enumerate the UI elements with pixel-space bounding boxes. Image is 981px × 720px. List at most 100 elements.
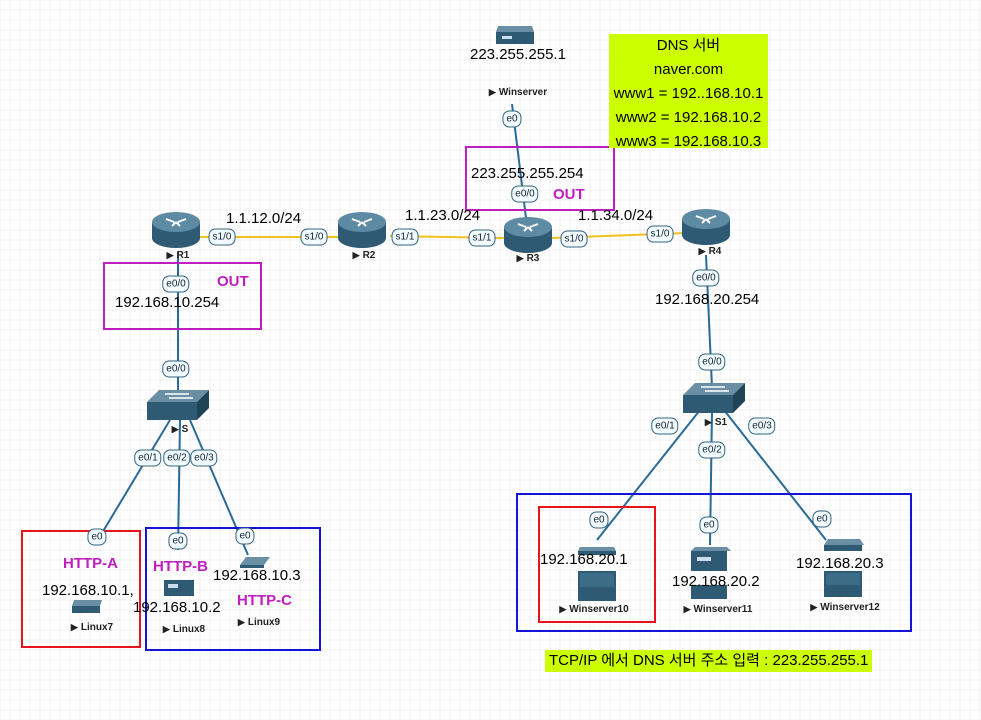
dns-domain: naver.com <box>653 61 724 78</box>
linux9-host-icon[interactable] <box>238 555 272 569</box>
s-port-e0-3[interactable]: e0/3 <box>190 449 218 467</box>
r4-port-s1-0[interactable]: s1/0 <box>646 225 674 243</box>
s-port-e0-2[interactable]: e0/2 <box>163 449 191 467</box>
s-name: S <box>181 424 189 435</box>
ws10-server-icon[interactable] <box>576 545 620 603</box>
linux7-ip: 192.168.10.1, <box>42 582 134 599</box>
ws12-name: Winserver12 <box>820 602 880 613</box>
network-23: 1.1.23.0/24 <box>405 207 481 224</box>
linux7-port-e0[interactable]: e0 <box>87 528 107 546</box>
r4-name: R4 <box>708 246 722 257</box>
s-label: ▶S <box>172 424 189 435</box>
footer-note: TCP/IP 에서 DNS 서버 주소 입력 : 223.255.255.1 <box>545 650 873 672</box>
r3-router-icon[interactable] <box>502 215 554 255</box>
ws11-name: Winserver11 <box>693 604 753 615</box>
dns-www3: www3 = 192.168.10.3 <box>615 133 762 150</box>
play-icon: ▶ <box>683 604 691 614</box>
s-switch-icon[interactable] <box>145 388 211 422</box>
r3-e00-ip: 223.255.255.254 <box>471 165 584 182</box>
s1-port-e0-3[interactable]: e0/3 <box>748 417 776 435</box>
r1-e00-ip: 192.168.10.254 <box>115 294 220 311</box>
s1-port-e0-2[interactable]: e0/2 <box>698 441 726 459</box>
winserver-ip: 223.255.255.1 <box>470 46 566 63</box>
r1-label: ▶R1 <box>167 250 190 261</box>
play-icon: ▶ <box>162 624 170 634</box>
r3-name: R3 <box>526 253 540 264</box>
s-port-e0-0[interactable]: e0/0 <box>162 360 190 378</box>
out-label-r1: OUT <box>217 273 249 290</box>
ws11-ip: 192.168.20.2 <box>672 573 760 590</box>
ws11-server-icon[interactable] <box>689 545 733 601</box>
r1-name: R1 <box>176 250 190 261</box>
r3-label: ▶R3 <box>517 253 540 264</box>
ws12-port-e0[interactable]: e0 <box>812 510 832 528</box>
ws10-label: ▶Winserver10 <box>559 604 628 615</box>
play-icon: ▶ <box>516 253 524 263</box>
linux7-label: ▶Linux7 <box>71 622 113 633</box>
ws10-ip: 192.168.20.1 <box>540 551 628 568</box>
linux9-label: ▶Linux9 <box>238 617 280 628</box>
lan-20-box <box>516 493 912 632</box>
r1-router-icon[interactable] <box>150 210 202 250</box>
dns-info-box: DNS 서버 naver.com www1 = 192..168.10.1 ww… <box>609 34 768 150</box>
http-a-box <box>21 530 141 648</box>
linux7-host-icon[interactable] <box>70 598 104 614</box>
s1-switch-icon[interactable] <box>681 381 747 415</box>
http-c-label: HTTP-C <box>237 592 292 609</box>
play-icon: ▶ <box>171 424 179 434</box>
linux8-label: ▶Linux8 <box>163 624 205 635</box>
out-box-r1 <box>103 262 262 330</box>
winserver-name: Winserver <box>498 87 548 98</box>
http-b-label: HTTP-B <box>153 558 208 575</box>
dns-www1: www1 = 192..168.10.1 <box>613 85 764 102</box>
r2-label: ▶R2 <box>353 250 376 261</box>
s1-port-e0-0[interactable]: e0/0 <box>698 353 726 371</box>
r1-port-e0-0[interactable]: e0/0 <box>162 275 190 293</box>
lan-10-box <box>145 527 321 651</box>
linux8-host-icon[interactable] <box>162 578 198 598</box>
linux9-name: Linux9 <box>247 617 281 628</box>
network-12: 1.1.12.0/24 <box>226 210 302 227</box>
linux9-port-e0[interactable]: e0 <box>235 527 255 545</box>
ws10-name: Winserver10 <box>569 604 629 615</box>
s-port-e0-1[interactable]: e0/1 <box>134 449 162 467</box>
play-icon: ▶ <box>704 417 712 427</box>
r4-port-e0-0[interactable]: e0/0 <box>692 269 720 287</box>
linux9-ip: 192.168.10.3 <box>213 567 301 584</box>
s1-port-e0-1[interactable]: e0/1 <box>651 417 679 435</box>
out-box-r3 <box>465 146 615 211</box>
r3-port-e0-0[interactable]: e0/0 <box>511 185 539 203</box>
winserver-port-e0[interactable]: e0 <box>502 110 522 128</box>
ws11-label: ▶Winserver11 <box>684 604 753 615</box>
winserver-label: ▶Winserver <box>489 87 547 98</box>
ws10-port-e0[interactable]: e0 <box>589 511 609 529</box>
ws12-server-icon[interactable] <box>822 537 866 599</box>
play-icon: ▶ <box>488 87 496 97</box>
ws12-label: ▶Winserver12 <box>810 602 879 613</box>
linux8-ip: 192.168.10.2 <box>133 599 221 616</box>
ws11-port-e0[interactable]: e0 <box>699 516 719 534</box>
r3-port-s1-0[interactable]: s1/0 <box>560 230 588 248</box>
r2-router-icon[interactable] <box>336 210 388 250</box>
r1-port-s1-0[interactable]: s1/0 <box>208 228 236 246</box>
r3-port-s1-1[interactable]: s1/1 <box>468 229 496 247</box>
link-s-linux7 <box>95 419 171 544</box>
s1-label: ▶S1 <box>705 417 727 428</box>
play-icon: ▶ <box>70 622 78 632</box>
r4-label: ▶R4 <box>699 246 722 257</box>
network-34: 1.1.34.0/24 <box>578 207 654 224</box>
ws12-ip: 192.168.20.3 <box>796 555 884 572</box>
linux8-name: Linux8 <box>172 624 206 635</box>
r2-port-s1-0[interactable]: s1/0 <box>300 228 328 246</box>
play-icon: ▶ <box>237 617 245 627</box>
link-s1-ws12 <box>723 409 827 541</box>
linux8-port-e0[interactable]: e0 <box>168 532 188 550</box>
link-s1-ws10 <box>596 409 701 541</box>
dns-www2: www2 = 192.168.10.2 <box>615 109 762 126</box>
out-label-r3: OUT <box>553 186 585 203</box>
r2-port-s1-1[interactable]: s1/1 <box>391 228 419 246</box>
r4-router-icon[interactable] <box>680 207 732 247</box>
s1-name: S1 <box>714 417 728 428</box>
winserver-server-icon[interactable] <box>494 24 536 46</box>
linux7-name: Linux7 <box>80 622 114 633</box>
